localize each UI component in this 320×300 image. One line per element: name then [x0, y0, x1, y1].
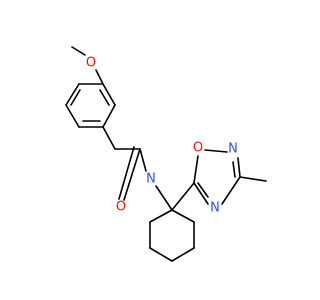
oxadiazole-bond-n-c5 — [193, 182, 209, 205]
cyclohexane-bond-4 — [171, 247, 195, 262]
benzene-bond-3 — [65, 104, 80, 128]
cyclohexyl-oxadiazole-bond — [171, 182, 195, 211]
cyclohexane-bond-1 — [149, 209, 173, 223]
carbonyl-bond-b — [118, 146, 135, 200]
atom-oxadiazole-oxygen: O — [193, 141, 203, 156]
benzene-bond-6 — [102, 83, 116, 106]
carbonyl-bond-a — [123, 148, 141, 201]
benzene-bond-5 — [102, 104, 116, 128]
chain-bond-1 — [102, 126, 116, 150]
oxadiazole-bond-n-c3 — [237, 157, 241, 178]
oxadiazole-bond-c3-n — [221, 176, 241, 205]
benzene-inner-1 — [70, 89, 81, 106]
benzene-bond-2 — [65, 83, 80, 106]
atom-amide-oxygen: O — [116, 200, 126, 215]
atom-amide-nitrogen: N — [146, 172, 156, 187]
oxadiazole-double-2 — [197, 182, 209, 198]
atom-oxadiazole-nitrogen-top: N — [228, 142, 238, 157]
atom-labels: O O N O N N — [86, 56, 238, 216]
bonds — [65, 46, 267, 262]
oxadiazole-bond-c5-o — [193, 155, 199, 184]
molecule-structure: O O N O N N — [65, 46, 267, 262]
oxadiazole-methyl-bond — [239, 176, 267, 182]
cyclohexane-bond-3 — [149, 247, 173, 262]
methoxy-ring-bond — [95, 69, 104, 85]
methyl-methoxy-bond — [71, 46, 86, 56]
benzene-inner-3 — [99, 89, 110, 106]
chain-bond-3 — [139, 148, 147, 172]
amide-n-cyclohexyl-bond — [155, 185, 173, 211]
atom-oxadiazole-nitrogen-bottom: N — [210, 201, 220, 216]
atom-methoxy-oxygen: O — [86, 56, 96, 71]
cyclohexane-bond-6 — [171, 209, 195, 223]
oxadiazole-double-1 — [232, 161, 236, 178]
oxadiazole-bond-o-n — [204, 149, 228, 153]
